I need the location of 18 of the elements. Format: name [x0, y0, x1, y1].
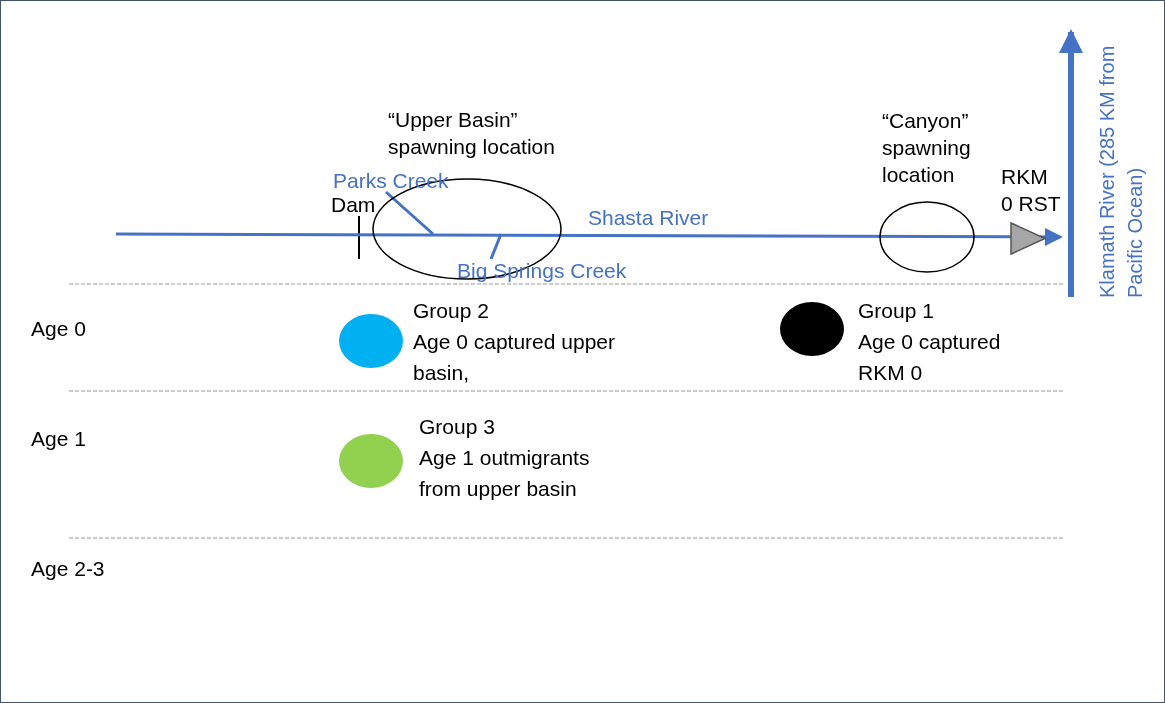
age-label: Age 0 [31, 316, 86, 342]
location-heading: “Upper Basin” spawning location [388, 107, 556, 160]
group-title: Group 3 [419, 414, 496, 440]
group-title: Group 1 [858, 298, 935, 324]
dam-label: Dam [331, 192, 376, 218]
edge-label: Shasta River [588, 205, 709, 231]
river-label: Klamath River (285 KM from Pacific Ocean) [1095, 44, 1147, 298]
location-heading: RKM 0 RST [1001, 164, 1062, 217]
group-description: Age 1 outmigrants from upper basin [419, 445, 591, 502]
age-label: Age 2-3 [31, 556, 105, 582]
group-description: Age 0 captured upper basin, [413, 329, 616, 386]
location-heading: “Canyon” spawning location [882, 108, 972, 188]
age-label: Age 1 [31, 426, 86, 452]
tributary-line [489, 233, 503, 260]
river-arrow [116, 227, 1063, 246]
group-description: Age 0 captured RKM 0 [858, 329, 1002, 386]
group-title: Group 2 [413, 298, 490, 324]
tributary-line [385, 190, 434, 236]
